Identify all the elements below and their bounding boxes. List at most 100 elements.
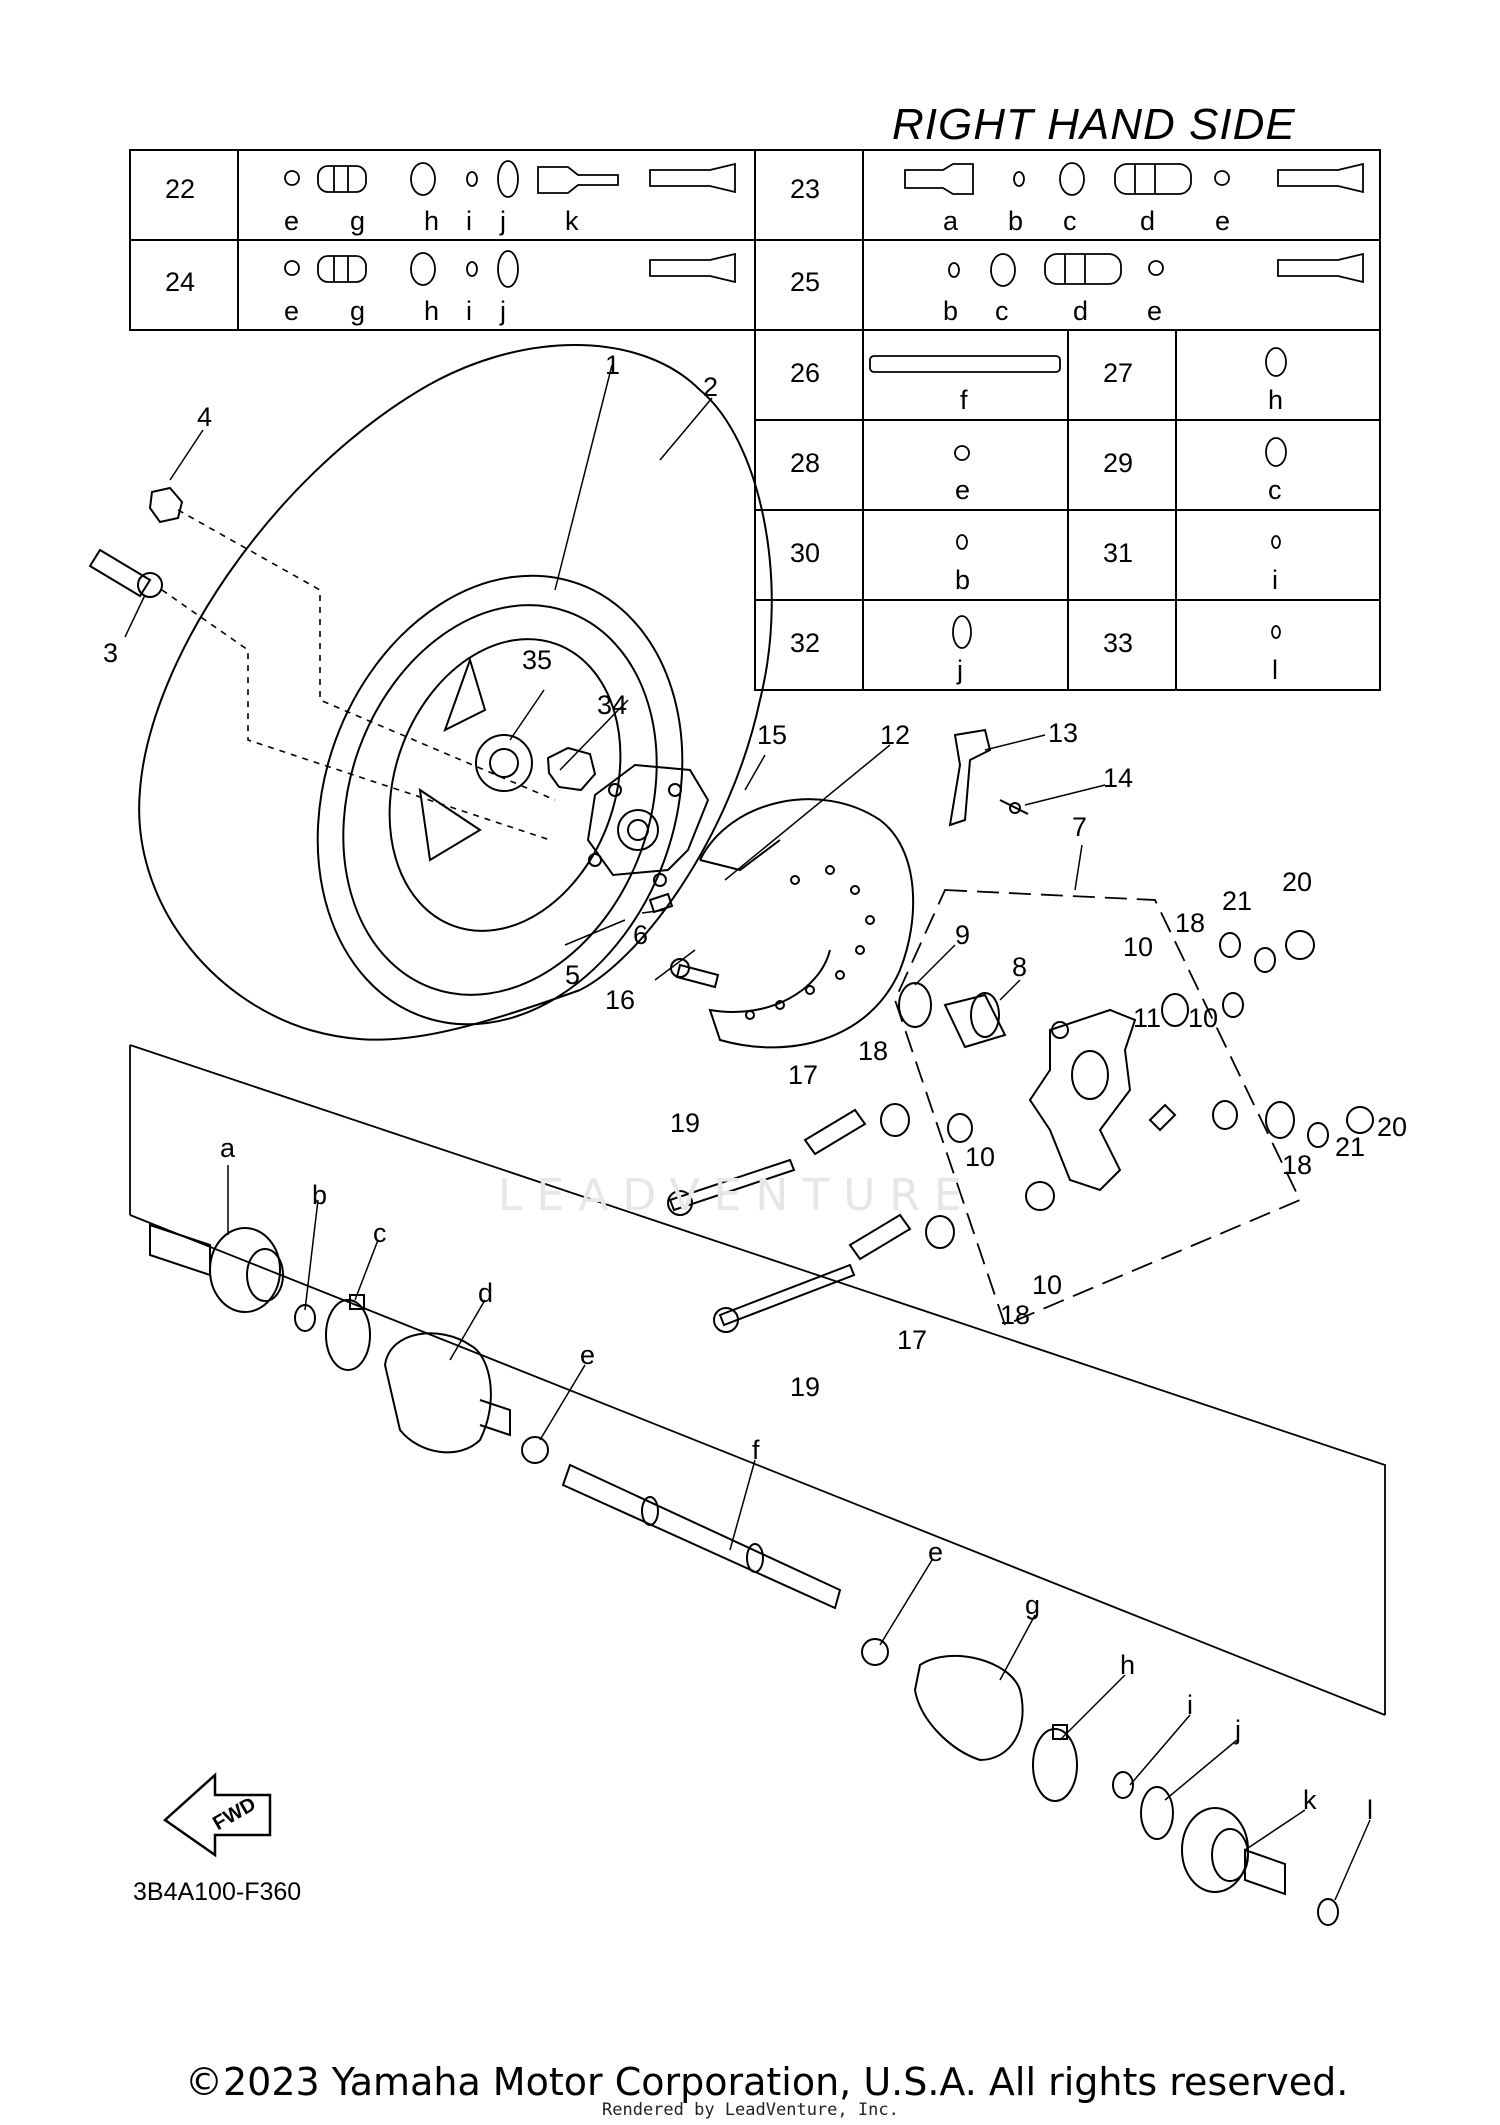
callout-g: g: [1025, 1590, 1041, 1620]
cv-joint-k: [1181, 1807, 1286, 1896]
kit-25-icons: [948, 252, 1364, 287]
kit-23-letter: c: [1063, 206, 1077, 236]
shaft-outline: [129, 1044, 1386, 1716]
band-h: [1032, 1724, 1078, 1802]
callout-e: e: [580, 1340, 596, 1370]
grease-nipple-11: [1148, 1103, 1177, 1132]
kit-cell-letter: i: [1272, 565, 1278, 595]
kit-22-letter: j: [500, 206, 506, 236]
callout-6: 6: [633, 920, 649, 950]
callout-21: 21: [1335, 1132, 1366, 1162]
kit-cell-letter: f: [960, 385, 968, 415]
callout-2: 2: [703, 372, 719, 402]
kit-cell-no: 31: [1103, 538, 1134, 568]
kit-23-letter: b: [1008, 206, 1024, 236]
callout-19: 19: [790, 1372, 821, 1402]
callout-h: h: [1120, 1650, 1136, 1680]
callout-18: 18: [858, 1036, 889, 1066]
callout-18: 18: [1282, 1150, 1313, 1180]
callout-l: l: [1367, 1795, 1373, 1825]
spacers-17: [803, 1108, 912, 1261]
band-c: [325, 1294, 371, 1371]
sensor-bracket: [948, 728, 1029, 827]
kit-cell-no: 33: [1103, 628, 1134, 658]
kit-cell-no: 29: [1103, 448, 1134, 478]
kit-cell-no: 30: [790, 538, 821, 568]
kit-row-22-no: 22: [165, 174, 196, 204]
callout-14: 14: [1103, 763, 1134, 793]
kit-cell-no: 32: [790, 628, 821, 658]
kit-24-letter: e: [284, 296, 300, 326]
callout-34: 34: [597, 690, 628, 720]
kit-24-letter: j: [500, 296, 506, 326]
callout-4: 4: [197, 402, 213, 432]
boot-d: [383, 1332, 511, 1454]
kit-small-icons: [869, 347, 1287, 649]
page-title: RIGHT HAND SIDE: [892, 100, 1296, 149]
callout-11: 11: [1133, 1003, 1162, 1033]
callout-e: e: [928, 1537, 944, 1567]
kit-22-letter: e: [284, 206, 300, 236]
circlip-j: [1140, 1786, 1174, 1840]
kit-24-letter: h: [424, 296, 440, 326]
callout-c: c: [373, 1218, 387, 1248]
callout-13: 13: [1048, 718, 1079, 748]
boot-g: [913, 1654, 1024, 1762]
band-e2: [861, 1638, 889, 1666]
kit-25-letter: e: [1147, 296, 1163, 326]
valve-cap: [148, 486, 184, 524]
band-e1: [521, 1436, 549, 1464]
callout-10: 10: [965, 1142, 996, 1172]
callout-1: 1: [605, 350, 621, 380]
kit-row-24-no: 24: [165, 267, 196, 297]
callout-17: 17: [897, 1325, 928, 1355]
kit-24-letter: g: [350, 296, 366, 326]
knuckle-box: [894, 889, 1302, 1327]
kit-22-letter: k: [565, 206, 579, 236]
kit-23-letter: d: [1140, 206, 1156, 236]
bolts-19: [667, 1158, 856, 1333]
shaft-f: [561, 1463, 842, 1610]
callout-i: i: [1187, 1690, 1193, 1720]
leader-lines: [124, 364, 1371, 1901]
callout-19: 19: [670, 1108, 701, 1138]
callout-21: 21: [1222, 886, 1253, 916]
kit-cell-letter: j: [957, 655, 963, 685]
callout-20: 20: [1282, 867, 1313, 897]
kit-table-grid: [129, 149, 1381, 691]
kit-cell-letter: h: [1268, 385, 1284, 415]
ring-l: [1317, 1898, 1339, 1926]
callout-9: 9: [955, 920, 971, 950]
copyright: ©2023 Yamaha Motor Corporation, U.S.A. A…: [185, 2060, 1349, 2104]
kit-cell-letter: l: [1272, 655, 1278, 685]
callout-10: 10: [1188, 1003, 1219, 1033]
circlip-9: [898, 982, 932, 1028]
kit-23-letter: e: [1215, 206, 1231, 236]
callout-18: 18: [1000, 1300, 1031, 1330]
callout-20: 20: [1377, 1112, 1408, 1142]
kit-24-icons: [284, 250, 736, 288]
kit-cell-letter: e: [955, 475, 971, 505]
kit-row-23-no: 23: [790, 174, 821, 204]
bushing-8: [943, 992, 1007, 1049]
kit-23-letter: a: [943, 206, 959, 236]
callout-8: 8: [1012, 952, 1028, 982]
callout-7: 7: [1072, 812, 1088, 842]
brake-disc: [699, 798, 915, 1049]
callout-15: 15: [757, 720, 788, 750]
callout-k: k: [1303, 1785, 1317, 1815]
callout-16: 16: [605, 985, 636, 1015]
callout-17: 17: [788, 1060, 819, 1090]
cv-joint-a: [149, 1223, 284, 1313]
diagram-code: 3B4A100-F360: [133, 1878, 302, 1906]
callout-18: 18: [1175, 908, 1206, 938]
callout-3: 3: [103, 638, 119, 668]
kit-22-letter: g: [350, 206, 366, 236]
kit-25-letter: c: [995, 296, 1009, 326]
callout-f: f: [752, 1435, 760, 1465]
kit-22-letter: h: [424, 206, 440, 236]
callout-a: a: [220, 1133, 236, 1163]
kit-cell-no: 28: [790, 448, 821, 478]
kit-row-25-no: 25: [790, 267, 821, 297]
